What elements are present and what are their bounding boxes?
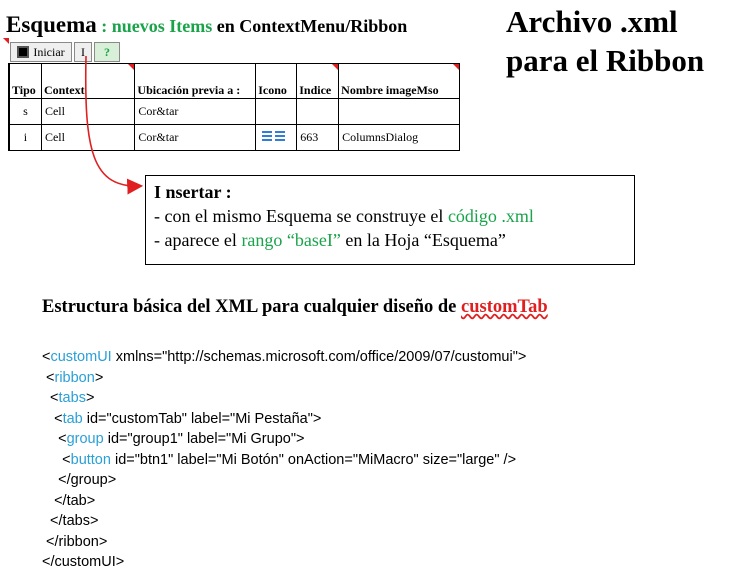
code-line: </tabs> [42,513,99,529]
col-header-indice[interactable]: Indice [296,63,340,99]
code-line: </tab> [42,492,96,509]
col-header-context[interactable]: Context [40,63,136,99]
esquema-table: Tipo Context Ubicación previa a : Icono … [9,63,460,151]
help-label: ? [104,44,110,59]
col-header-icono[interactable]: Icono [255,63,298,99]
structure-title: Estructura básica del XML para cualquier… [42,297,548,317]
comment-marker-icon [3,38,9,44]
insertar-callout: I nsertar : - con el mismo Esquema se co… [145,175,635,265]
col-header-tipo[interactable]: Tipo [9,63,42,99]
code-line: </customUI> [42,554,125,570]
code-line: <ribbon> [42,369,104,386]
xml-code-block: <customUI xmlns="http://schemas.microsof… [42,347,526,573]
title-colon: : [96,16,112,36]
help-button[interactable]: ? [94,42,120,62]
table-header-row: Tipo Context Ubicación previa a : Icono … [9,63,460,99]
comment-marker-icon [453,64,459,70]
code-line: </ribbon> [42,533,108,550]
comment-marker-icon [332,64,339,70]
cell-ubicacion[interactable]: Cor&tar [134,98,257,125]
columns-dialog-icon [262,130,286,141]
stop-square-icon [17,46,30,58]
comment-marker-icon [128,64,135,70]
code-line: <customUI xmlns="http://schemas.microsof… [42,349,527,365]
col-header-ubicacion[interactable]: Ubicación previa a : [134,63,257,99]
cell-nombre[interactable]: ColumnsDialog [338,124,460,151]
insertar-i-button[interactable]: I [74,42,92,62]
callout-line1: - con el mismo Esquema se construye el c… [154,206,534,226]
esquema-title: Esquema : nuevos Items en ContextMenu/Ri… [6,12,407,38]
i-label: I [81,44,85,59]
big-title: Archivo .xml para el Ribbon [506,2,704,80]
customtab-word: customTab [461,297,548,317]
code-line: <group id="group1" label="Mi Grupo"> [42,431,305,447]
cell-indice[interactable]: 663 [296,124,340,151]
iniciar-label: Iniciar [33,44,65,59]
cell-icono[interactable] [255,124,298,151]
callout-line2: - aparece el rango “baseI” en la Hoja “E… [154,230,506,250]
title-nuevos-items: nuevos Items [111,16,213,36]
cell-ubicacion[interactable]: Cor&tar [134,124,257,151]
callout-heading: I nsertar : [154,182,232,202]
code-line: <button id="btn1" label="Mi Botón" onAct… [42,451,517,468]
col-header-nombre[interactable]: Nombre imageMso [338,63,460,99]
title-context-ribbon: en ContextMenu/Ribbon [212,16,408,36]
sheet-toolbar: Iniciar I ? [10,41,120,63]
iniciar-button[interactable]: Iniciar [10,42,72,62]
title-esquema: Esquema [6,12,97,37]
code-line: </group> [42,472,117,488]
big-title-line1: Archivo .xml [506,4,678,39]
arrow-icon [84,55,144,195]
code-line: <tab id="customTab" label="Mi Pestaña"> [42,410,322,427]
esquema-sheet: Tipo Context Ubicación previa a : Icono … [8,63,460,151]
table-row: i Cell Cor&tar 663 ColumnsDialog [9,124,460,151]
code-line: <tabs> [42,390,95,406]
big-title-line2: para el Ribbon [506,43,705,78]
